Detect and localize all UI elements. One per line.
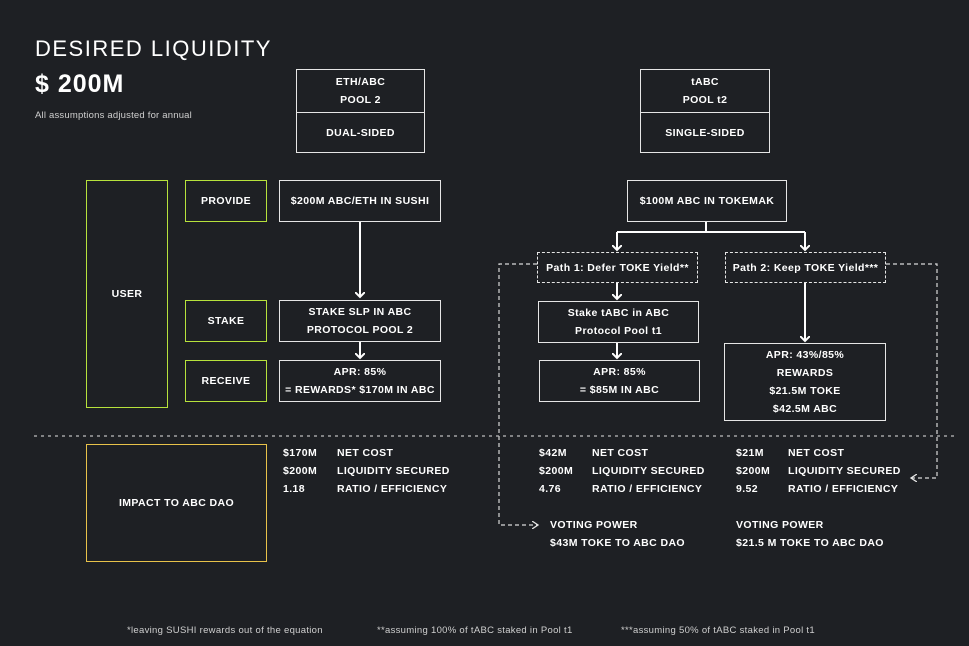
pool-eth-abc-name: ETH/ABC <box>335 76 386 88</box>
step-provide-label: PROVIDE <box>200 195 252 207</box>
footnote-1: *leaving SUSHI rewards out of the equati… <box>127 625 323 636</box>
impact-col3-value-2: $200M <box>736 465 771 477</box>
pool-tabc-name: tABC <box>691 76 719 88</box>
pool-eth-abc-pool: POOL 2 <box>340 94 381 106</box>
path2-rewards: REWARDS <box>776 367 834 379</box>
liquidity-amount: $ 200M <box>35 70 125 98</box>
impact-col1-label-3: RATIO / EFFICIENCY <box>337 483 448 495</box>
footnote-2: **assuming 100% of tABC staked in Pool t… <box>377 625 573 636</box>
path2-label: Path 2: Keep TOKE Yield*** <box>732 261 879 274</box>
path1-receive-line1: APR: 85% <box>593 366 646 378</box>
path2-apr: APR: 43%/85% <box>765 349 845 361</box>
impact-col1-value-3: 1.18 <box>283 483 306 495</box>
impact-col3-label-3: RATIO / EFFICIENCY <box>788 483 899 495</box>
impact-col3-value-3: 9.52 <box>736 483 759 495</box>
sushi-stake-box: STAKE SLP IN ABC PROTOCOL POOL 2 <box>279 300 441 342</box>
step-provide: PROVIDE <box>185 180 267 222</box>
path2-rewards-box: APR: 43%/85% REWARDS $21.5M TOKE $42.5M … <box>724 343 886 421</box>
path1-voting-connector <box>498 263 538 525</box>
sushi-receive-line1: APR: 85% <box>333 366 387 378</box>
step-stake-label: STAKE <box>207 315 245 327</box>
impact-col3-voting-title: VOTING POWER <box>736 519 824 531</box>
impact-col2-value-1: $42M <box>539 447 567 459</box>
step-receive-label: RECEIVE <box>201 375 251 387</box>
impact-col2-value-3: 4.76 <box>539 483 562 495</box>
sushi-provide-box: $200M ABC/ETH IN SUSHI <box>279 180 441 222</box>
tokemak-provide-text: $100M ABC IN TOKEMAK <box>639 195 775 207</box>
path2-abc: $42.5M ABC <box>772 403 838 415</box>
user-box: USER <box>86 180 168 408</box>
path1-label: Path 1: Defer TOKE Yield** <box>546 261 689 274</box>
impact-box: IMPACT TO ABC DAO <box>86 444 267 562</box>
path1-stake-box: Stake tABC in ABC Protocol Pool t1 <box>538 301 699 343</box>
impact-col1-label-2: LIQUIDITY SECURED <box>337 465 450 477</box>
sushi-stake-line2: PROTOCOL POOL 2 <box>306 324 414 336</box>
impact-col2-voting-title: VOTING POWER <box>550 519 638 531</box>
impact-col1-label-1: NET COST <box>337 447 394 459</box>
path1-receive-box: APR: 85% = $85M IN ABC <box>539 360 700 402</box>
step-stake: STAKE <box>185 300 267 342</box>
impact-label: IMPACT TO ABC DAO <box>118 497 235 509</box>
pool-tabc-type: SINGLE-SIDED <box>665 126 745 139</box>
page-title: DESIRED LIQUIDITY <box>35 36 272 61</box>
impact-col2-voting-value: $43M TOKE TO ABC DAO <box>550 537 685 549</box>
sushi-receive-line2: = REWARDS* $170M IN ABC <box>285 384 435 396</box>
tokemak-provide-box: $100M ABC IN TOKEMAK <box>627 180 787 222</box>
impact-col3-value-1: $21M <box>736 447 764 459</box>
pool-eth-abc-box: ETH/ABC POOL 2 DUAL-SIDED <box>296 69 425 153</box>
path1-box: Path 1: Defer TOKE Yield** <box>537 252 698 283</box>
step-receive: RECEIVE <box>185 360 267 402</box>
pool-tabc-box: tABC POOL t2 SINGLE-SIDED <box>640 69 770 153</box>
path1-receive-line2: = $85M IN ABC <box>579 384 660 396</box>
impact-col3-voting-value: $21.5 M TOKE TO ABC DAO <box>736 537 884 549</box>
impact-col3-label-2: LIQUIDITY SECURED <box>788 465 901 477</box>
impact-col2-label-1: NET COST <box>592 447 649 459</box>
page-subtitle: All assumptions adjusted for annual <box>35 110 192 121</box>
sushi-provide-text: $200M ABC/ETH IN SUSHI <box>290 195 430 207</box>
footnote-3: ***assuming 50% of tABC staked in Pool t… <box>621 625 815 636</box>
pool-tabc-pool: POOL t2 <box>682 94 728 106</box>
path1-stake-line1: Stake tABC in ABC <box>567 307 670 319</box>
impact-col1-value-1: $170M <box>283 447 318 459</box>
path2-toke: $21.5M TOKE <box>769 385 841 397</box>
sushi-stake-line1: STAKE SLP IN ABC <box>308 306 412 318</box>
impact-col2-value-2: $200M <box>539 465 574 477</box>
impact-col3-label-1: NET COST <box>788 447 845 459</box>
user-label: USER <box>111 288 143 300</box>
path2-voting-connector <box>886 263 938 478</box>
impact-col2-label-3: RATIO / EFFICIENCY <box>592 483 703 495</box>
impact-col2-label-2: LIQUIDITY SECURED <box>592 465 705 477</box>
sushi-receive-box: APR: 85% = REWARDS* $170M IN ABC <box>279 360 441 402</box>
path1-stake-line2: Protocol Pool t1 <box>575 325 662 337</box>
impact-col1-value-2: $200M <box>283 465 318 477</box>
pool-eth-abc-type: DUAL-SIDED <box>326 126 395 139</box>
path2-box: Path 2: Keep TOKE Yield*** <box>725 252 886 283</box>
